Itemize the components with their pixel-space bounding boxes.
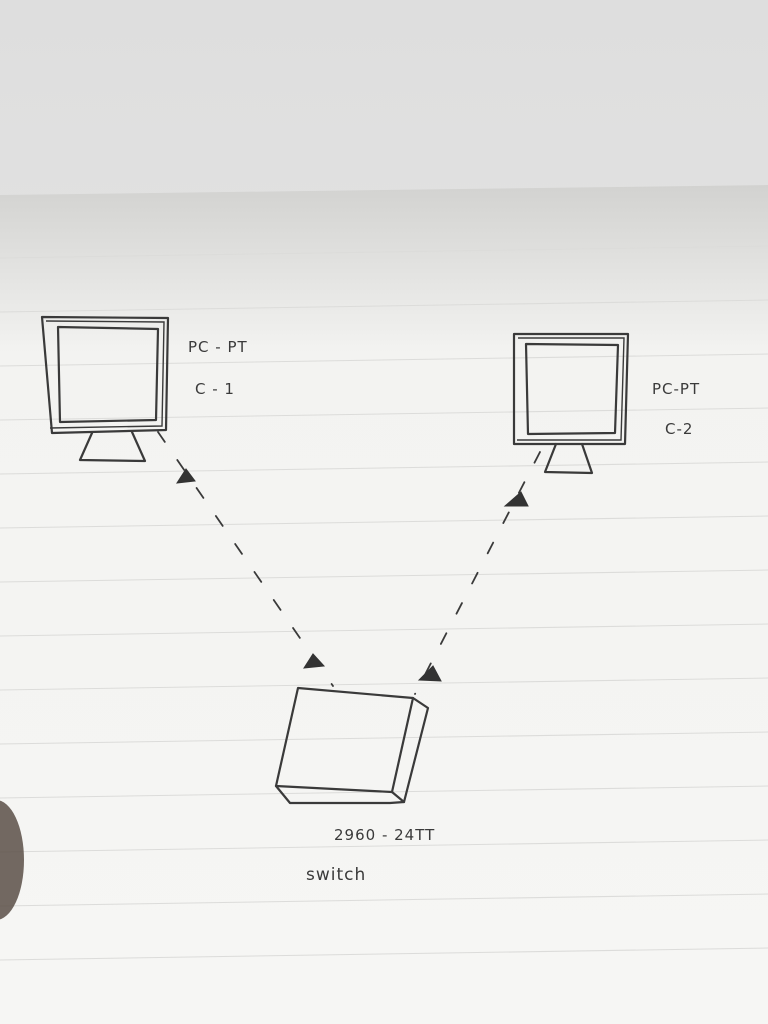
pc2-node: PC-PT C-2 xyxy=(512,332,700,475)
monitor-icon xyxy=(40,315,170,463)
link-pc2-arrow-bottom xyxy=(417,665,442,682)
monitor-icon xyxy=(512,332,630,475)
link-pc2-switch xyxy=(414,451,541,695)
switch-icon xyxy=(274,686,430,805)
pc1-name-label: C - 1 xyxy=(195,380,235,398)
pc1-node: PC - PT C - 1 xyxy=(40,315,248,463)
pc2-model-label: PC-PT xyxy=(652,380,700,398)
link-pc2-arrow-top xyxy=(503,491,529,507)
pc1-model-label: PC - PT xyxy=(188,338,248,356)
paper-sheet xyxy=(0,185,768,1024)
pc2-name-label: C-2 xyxy=(665,420,693,438)
switch-model-label: 2960 - 24TT xyxy=(334,826,435,844)
switch-node: 2960 - 24TT switch xyxy=(274,686,435,885)
link-pc1-arrow-top xyxy=(176,468,196,484)
link-pc1-switch xyxy=(157,431,334,687)
link-pc1-arrow-bottom xyxy=(303,653,326,669)
finger-shadow xyxy=(0,800,24,920)
switch-name-label: switch xyxy=(306,865,366,885)
